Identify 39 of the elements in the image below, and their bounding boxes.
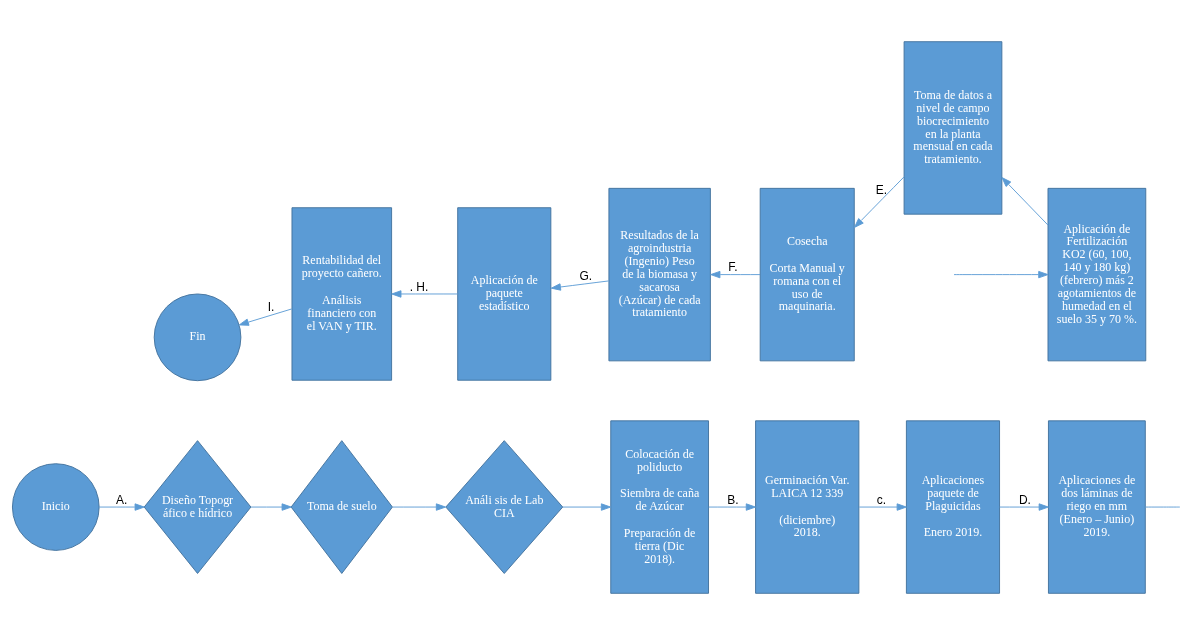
edge-label: A. bbox=[116, 492, 128, 507]
node-circle: Fin bbox=[153, 293, 242, 382]
node-box: Rentabilidad del proyecto cañero. Análisis financiero con el VAN y TIR. bbox=[291, 207, 393, 381]
node-box: Aplicación de Fertilización KO2 (60, 100, 140 y 180 kg) (febrero) más 2 agotamientos de humedad en el suelo 35 y 70 %. bbox=[1047, 187, 1147, 362]
node-box: Aplicaciones de dos láminas de riego en mm (Enero – Junio) 2019. bbox=[1048, 420, 1146, 594]
arrow bbox=[953, 270, 1049, 279]
arrow bbox=[550, 280, 610, 291]
node-diamond: Toma de suelo bbox=[290, 440, 393, 574]
node-box: Aplicación de paquete estadístico bbox=[457, 207, 552, 381]
node-diamond: Análi sis de Lab CIA bbox=[445, 440, 564, 574]
arrow bbox=[1001, 177, 1049, 226]
node-diamond: Diseño Topogr áfico e hídrico bbox=[143, 440, 252, 574]
arrow bbox=[250, 503, 292, 511]
arrow bbox=[99, 503, 145, 511]
arrow bbox=[858, 503, 907, 511]
arrow bbox=[854, 176, 905, 228]
arrow bbox=[391, 290, 459, 298]
arrow bbox=[708, 503, 756, 511]
arrow bbox=[710, 270, 761, 279]
node-box: Toma de datos a nivel de campo biocrecimiento en la planta mensual en cada tratamiento. bbox=[903, 41, 1003, 215]
edge-label: c. bbox=[876, 492, 887, 507]
arrow bbox=[999, 503, 1049, 511]
connector bbox=[1144, 506, 1181, 508]
edge-label: E. bbox=[875, 182, 888, 197]
edge-label: F. bbox=[728, 260, 738, 275]
arrow bbox=[392, 503, 446, 511]
node-box: Cosecha Corta Manual y romana con el uso de maquinaria. bbox=[759, 187, 855, 362]
edge-label: . H. bbox=[409, 279, 429, 294]
node-box: Colocación de poliducto Siembra de caña de Azúcar Preparación de tierra (Dic 2018). bbox=[610, 420, 709, 594]
edge-label: G. bbox=[579, 268, 593, 283]
edge-label: D. bbox=[1018, 492, 1031, 507]
arrow bbox=[562, 503, 612, 511]
edge-label: B. bbox=[727, 492, 739, 507]
edge-label: I. bbox=[267, 299, 275, 314]
node-box: Resultados de la agroindustria (Ingenio) Peso de la biomasa y sacarosa (Azúcar) de cada tratamiento bbox=[608, 187, 711, 362]
node-circle: Inicio bbox=[11, 463, 100, 551]
node-box: Germinación Var. LAICA 12 339 (diciembre) 2018. bbox=[755, 420, 860, 594]
arrow bbox=[238, 308, 293, 326]
node-box: Aplicaciones paquete de Plaguicidas Enero 2019. bbox=[905, 420, 1000, 594]
